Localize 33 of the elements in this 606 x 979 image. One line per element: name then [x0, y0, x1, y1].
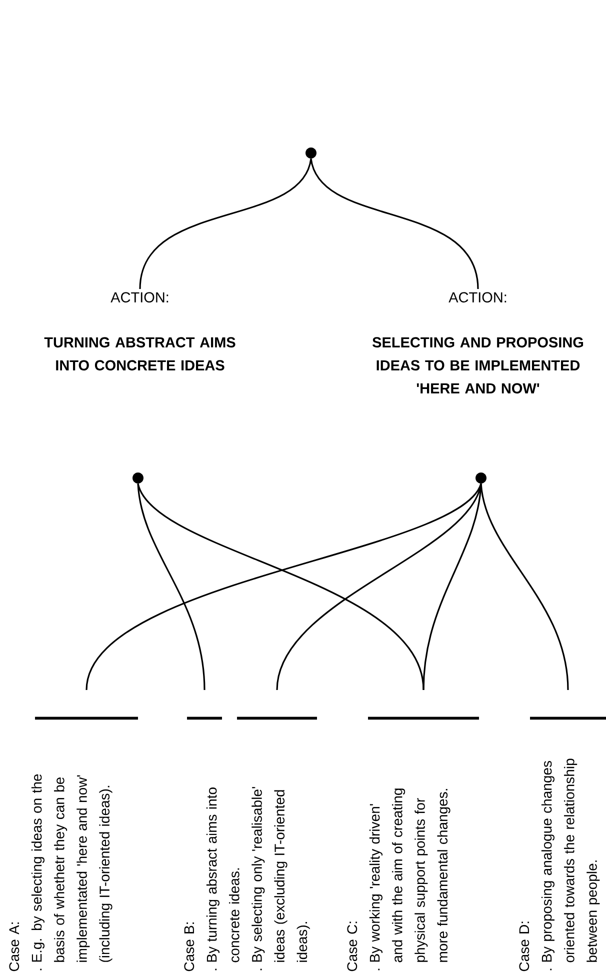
bar — [187, 716, 222, 720]
connector-curve — [422, 484, 482, 690]
connector-curve — [86, 483, 482, 690]
case-text — [9, 774, 112, 972]
case-description: By turning absract aims into concrete ideas. — [206, 788, 240, 962]
junction-dot — [476, 472, 486, 484]
case-heading: Case B: — [184, 922, 194, 972]
case-text — [519, 758, 600, 972]
case-text — [347, 788, 450, 972]
case-text — [184, 787, 310, 972]
connector-curve — [139, 158, 312, 290]
junction-dot — [306, 148, 316, 158]
action-label: ACTION: — [448, 292, 506, 302]
case-heading: Case D: — [519, 922, 530, 972]
connector-curve — [310, 158, 479, 290]
bar — [237, 716, 317, 720]
case-heading: Case A: — [9, 922, 20, 972]
connector-curve — [137, 483, 424, 690]
connector-curve — [276, 483, 482, 690]
junction-dot — [132, 472, 144, 484]
case-description: By proposing analogue changes oriented towards the relationship between people. — [541, 758, 600, 962]
action-title: TURNING ABSTRACT AIMS INTO CONCRETE IDEAS — [44, 337, 236, 370]
case-heading: Case C: — [347, 922, 358, 972]
case-description: By working 'reality driven' and with the aim of creating physical support points for more fundamental changes. — [369, 788, 450, 962]
bar — [35, 716, 138, 720]
connector-curve — [137, 484, 206, 690]
case-description: E.g. by selecting ideas on the basis of whethetr they can be implementated 'here and now' (including IT-oriented ideas). — [31, 774, 112, 962]
case-description: By selecting only 'realisable' ideas (excluding IT-oriented ideas). — [252, 787, 310, 962]
bar — [368, 716, 479, 720]
action-label: ACTION: — [110, 292, 168, 302]
action-title: SELECTING AND PROPOSING IDEAS TO BE IMPLEMENTED 'HERE AND NOW' — [372, 337, 584, 394]
bar — [530, 716, 606, 720]
connector-curve — [480, 484, 569, 690]
